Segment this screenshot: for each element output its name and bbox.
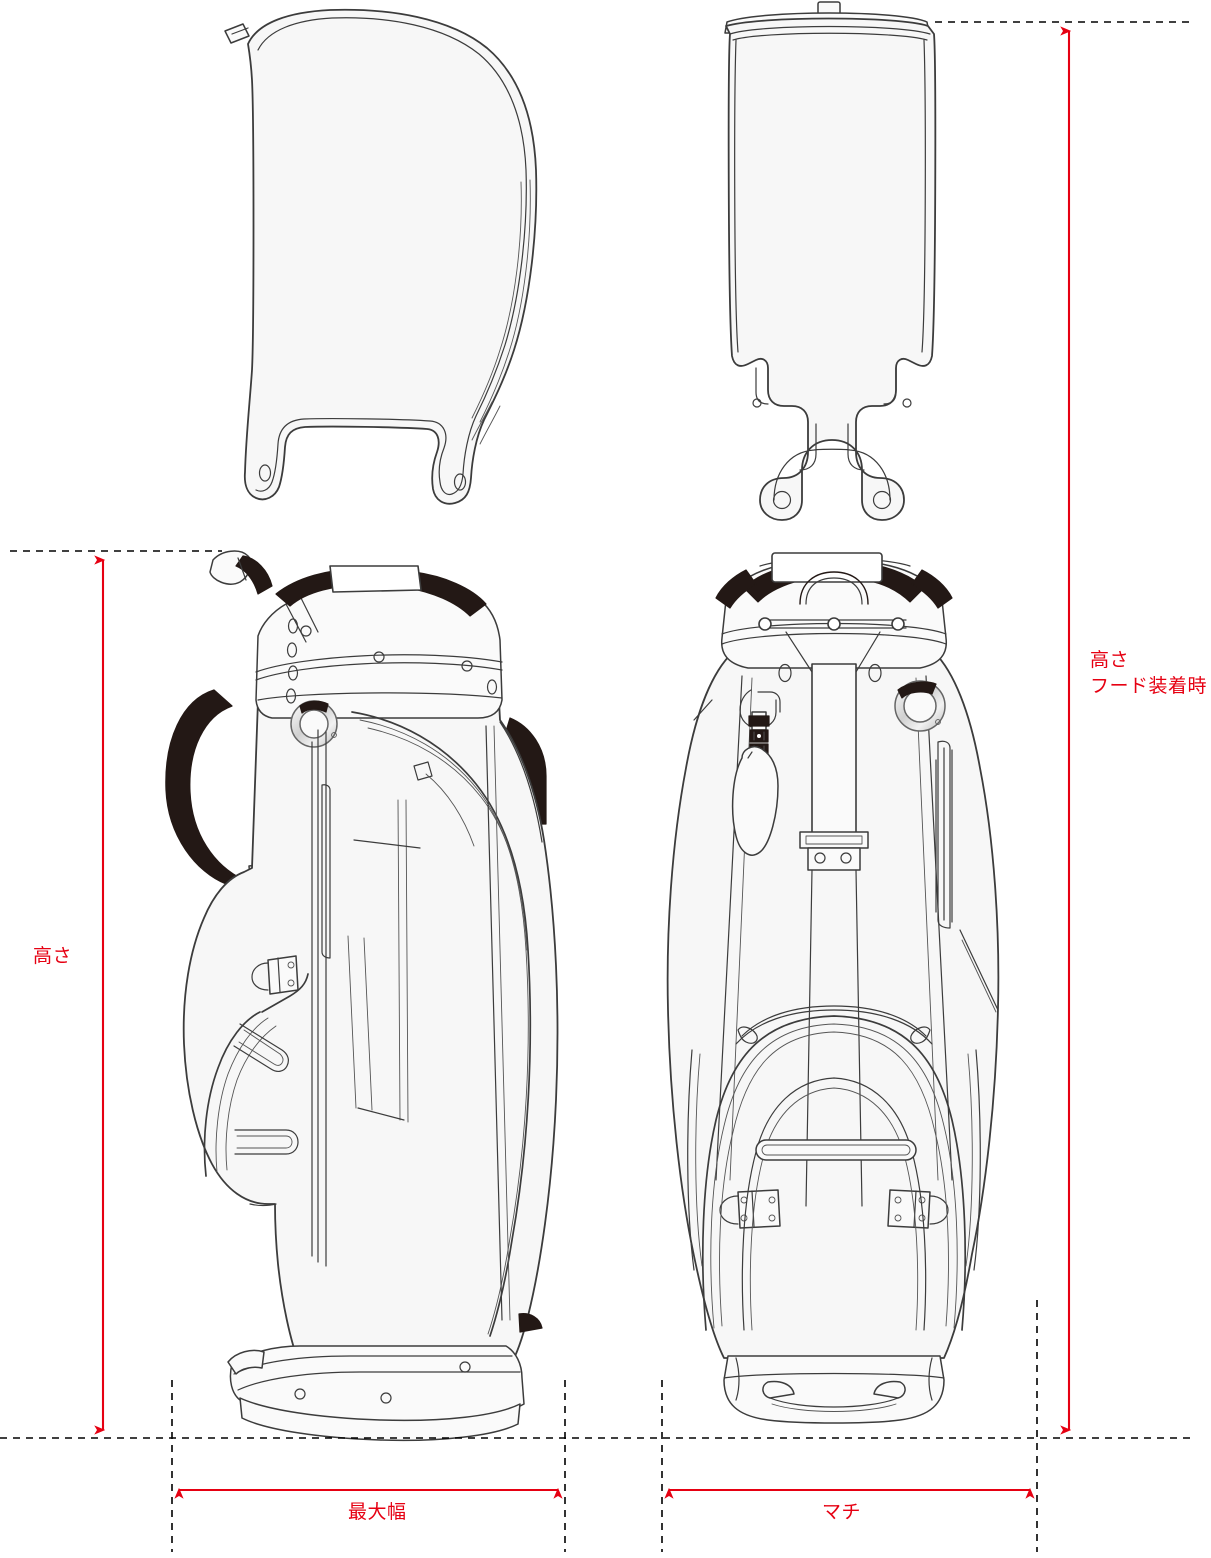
dimension-label-height-with-hood-line2: フード装着時 [1090, 674, 1208, 697]
guide-lines [0, 21, 1190, 1552]
dimension-label-height-with-hood-line1: 高さ [1090, 649, 1130, 671]
hood-front-view [724, 1, 937, 521]
dimension-label-height: 高さ [33, 945, 73, 967]
dimension-label-max-width: 最大幅 [348, 1501, 407, 1523]
hood-side-view [224, 8, 538, 505]
bag-side-view [165, 550, 559, 1442]
dimension-label-height-with-hood: 高さフード装着時 [1090, 648, 1207, 699]
dimension-label-gusset: マチ [822, 1501, 862, 1523]
bag-front-view [666, 552, 1000, 1424]
dimension-arrows [94, 26, 1072, 1499]
